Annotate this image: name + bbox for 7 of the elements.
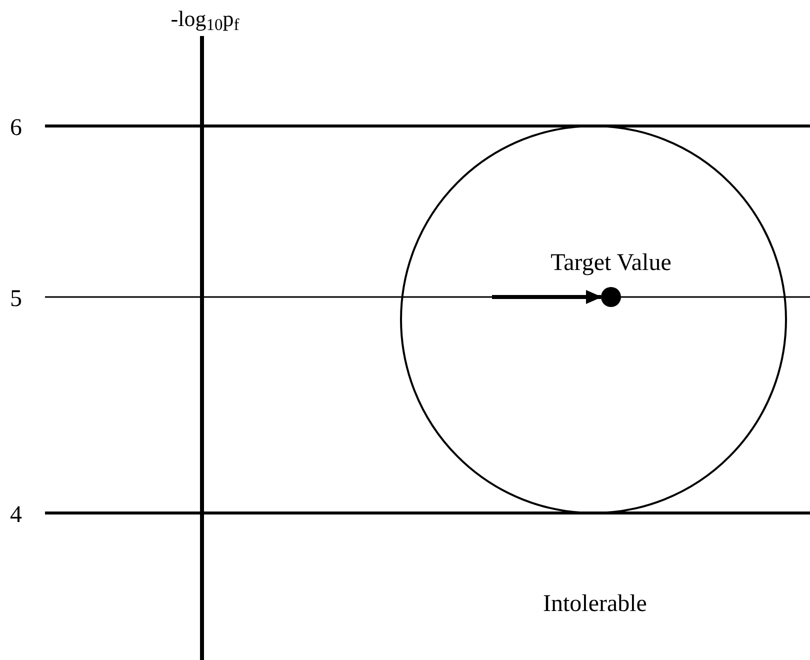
axis-label: -log$_{10}$p$_{f}$: [170, 5, 240, 35]
arrow: [492, 290, 602, 304]
tick-label: 6: [10, 114, 22, 143]
tick-label: 4: [10, 501, 22, 530]
region-label: Intolerable: [542, 590, 648, 619]
target-label: Target Value: [550, 249, 672, 278]
tick-label: 5: [10, 285, 22, 314]
